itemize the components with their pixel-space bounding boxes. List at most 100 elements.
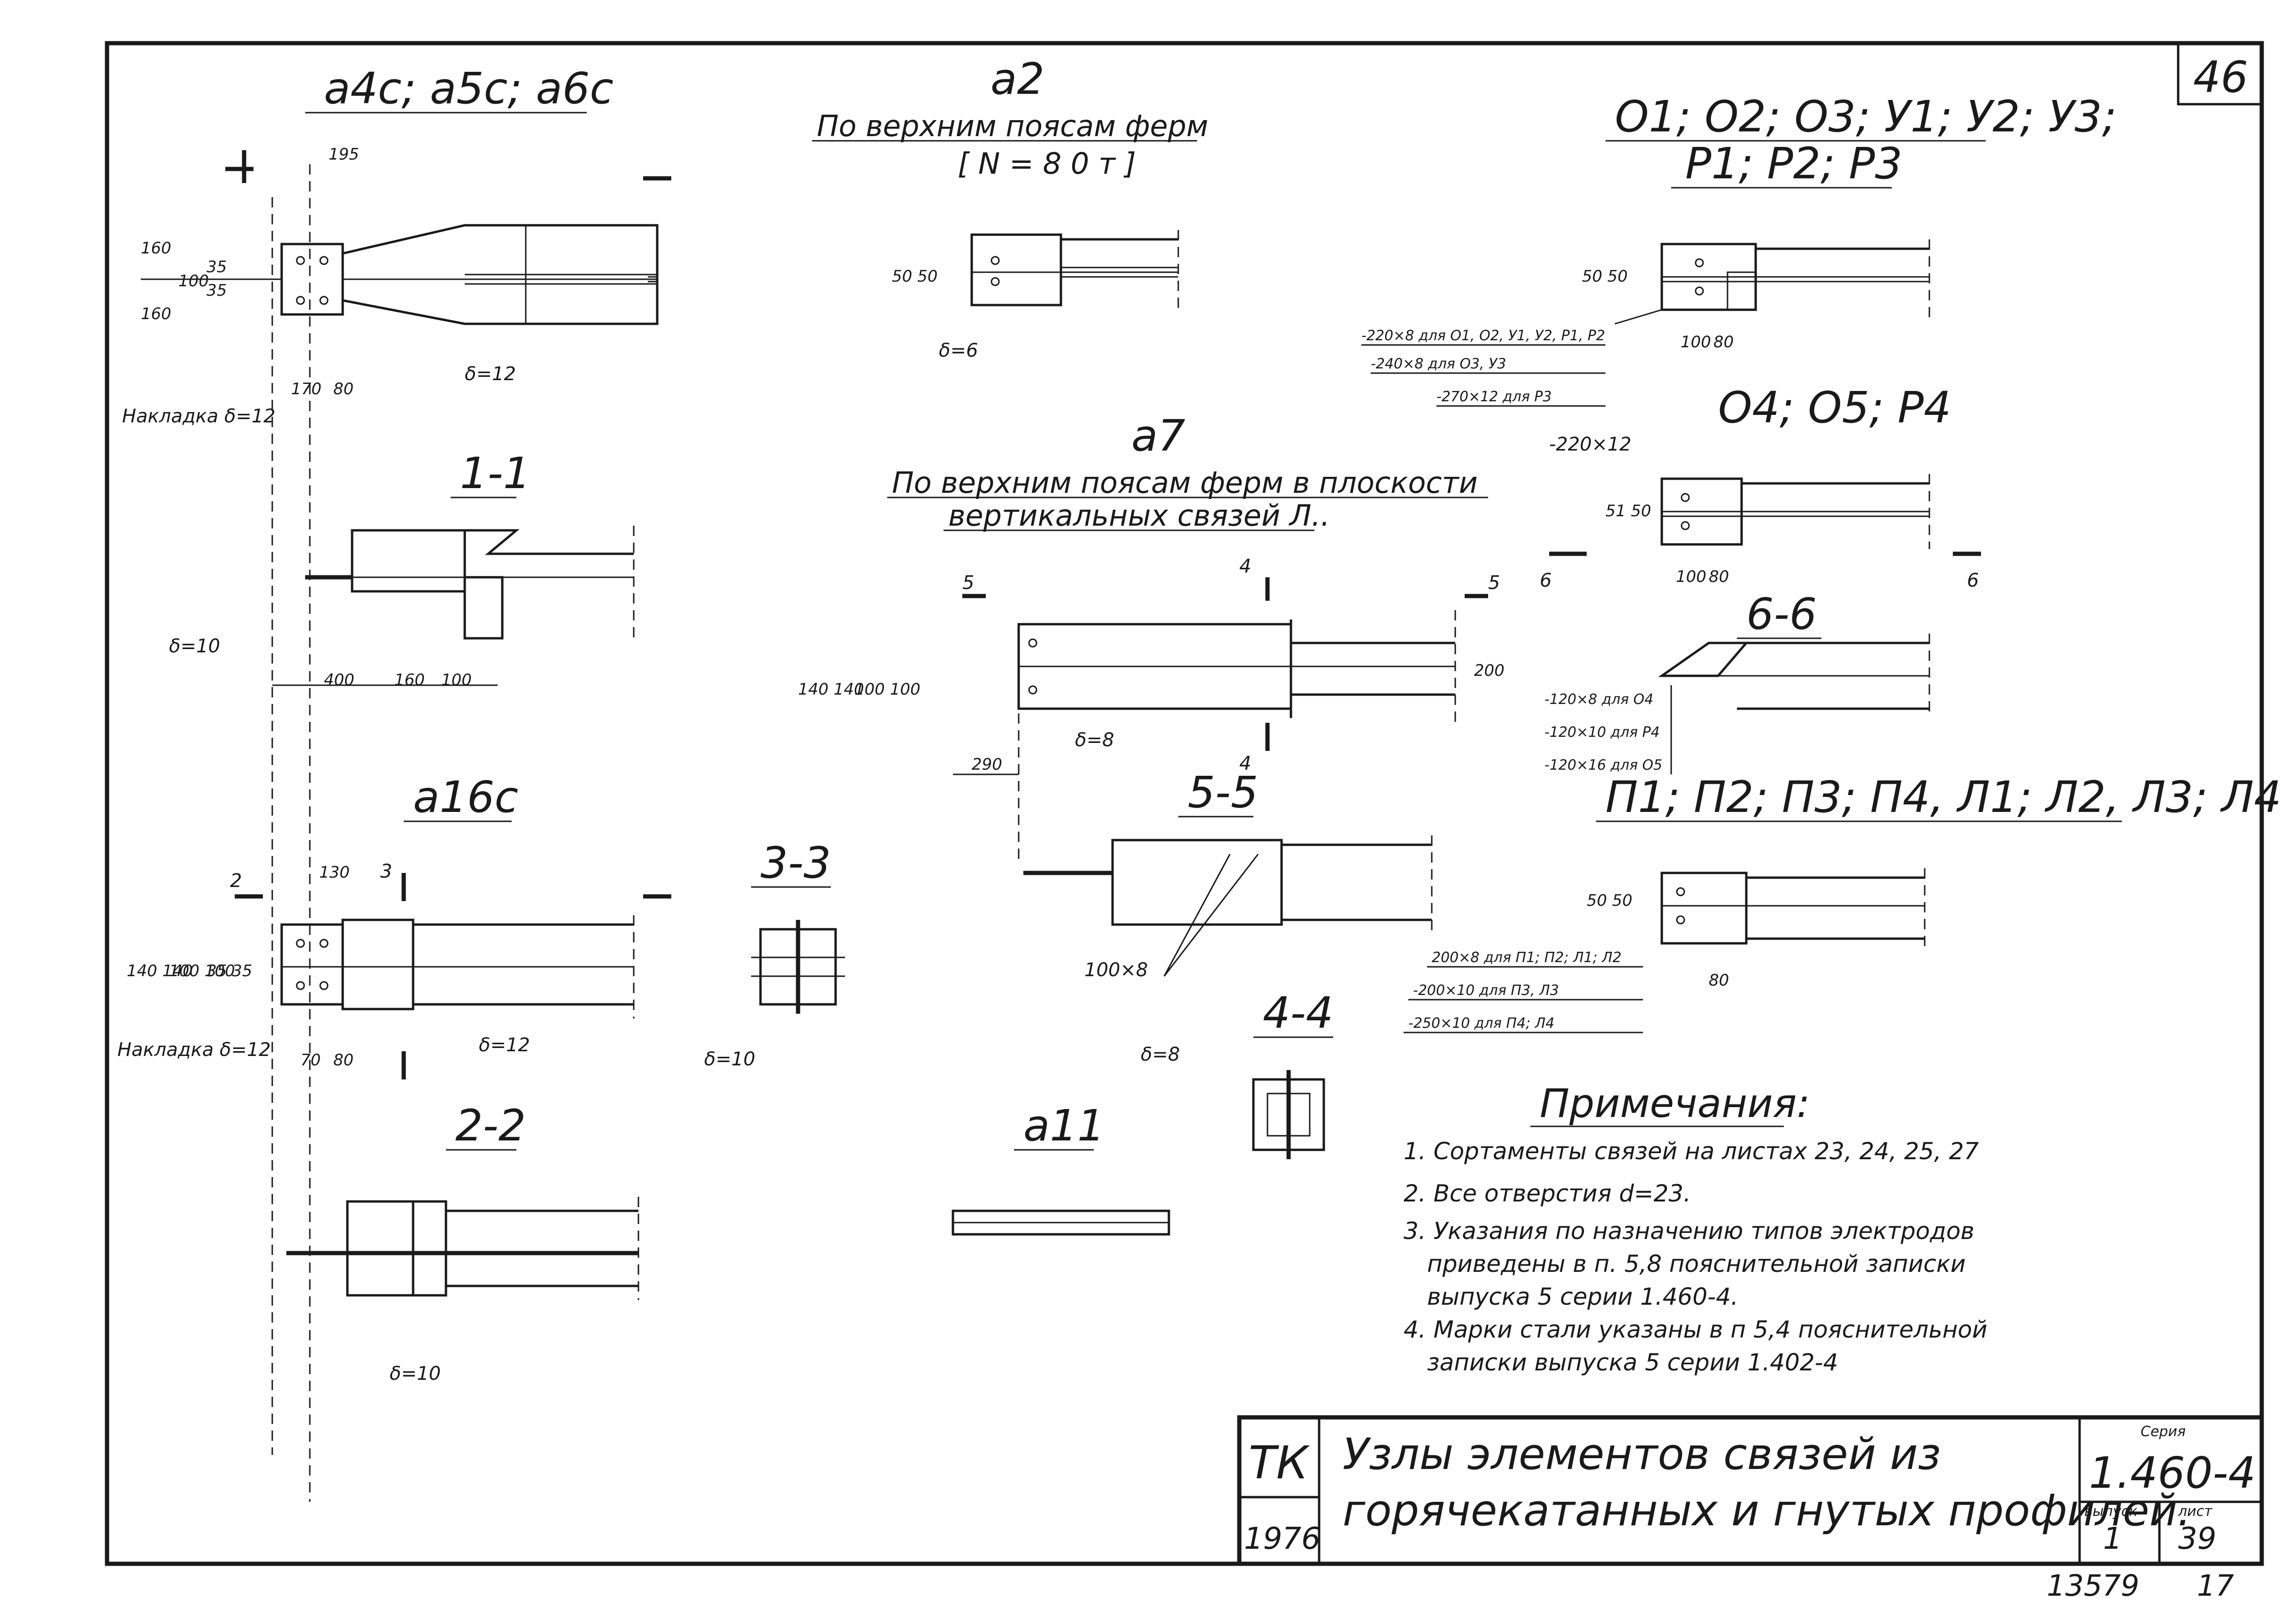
note-2: 2. Все отверстия d=23. [1404, 1180, 1691, 1207]
a16-overlay: Накладка δ=12 [117, 1039, 271, 1061]
label-delta12-a4c: δ=12 [465, 363, 516, 385]
view-a16c-title: а16с [413, 772, 518, 822]
rt-dim-80: 80 [1713, 333, 1734, 352]
section-3-3-title: 3-3 [760, 838, 831, 888]
section-5-5-title: 5-5 [1188, 767, 1258, 818]
dim-160c: 160 [394, 671, 425, 689]
view-a2-title: а2 [991, 54, 1044, 104]
detail-a11-drawing [952, 1209, 1170, 1236]
drawing-number-bottom: 13579 [2047, 1568, 2139, 1603]
section-3-3-drawing [751, 920, 845, 1014]
s66-plate-2: -120×10 для Р4 [1544, 724, 1660, 741]
view-p-title: П1; П2; П3; П4, Л1; Л2, Л3; Л4 [1605, 772, 2281, 822]
a7-sec4-bottom: 4 [1239, 753, 1251, 774]
a16-sec2: 2 [230, 870, 242, 892]
view-o-title-2: Р1; Р2; Р3 [1685, 138, 1903, 189]
rt-plate-3: -270×12 для Р3 [1436, 389, 1552, 405]
a16-dim-80: 80 [333, 1051, 353, 1070]
o4-dim-80: 80 [1709, 567, 1729, 586]
note-3c: выпуска 5 серии 1.460-4. [1427, 1283, 1738, 1310]
s55-plate: 100×8 [1084, 959, 1148, 981]
o4-dim-100: 100 [1676, 567, 1706, 586]
label-delta10-11: δ=10 [169, 635, 220, 657]
dim-160b: 160 [141, 305, 171, 323]
title-year: 1976 [1244, 1522, 1321, 1556]
a16-dim-140: 140 140 [127, 962, 193, 980]
s22-delta10: δ=10 [390, 1363, 441, 1385]
view-a7-title: а7 [1131, 411, 1185, 461]
s66-plate-1: -120×8 для О4 [1544, 691, 1653, 708]
o4-sec-left: 6 [1540, 570, 1551, 591]
rt-dim-50: 50 50 [1582, 267, 1628, 286]
o4-sec-right: 6 [1967, 570, 1979, 591]
detail-a4c-drawing [141, 150, 671, 1502]
section-5-5-drawing [1023, 835, 1433, 977]
p-plate-2: -200×10 для П3, Л3 [1413, 982, 1559, 999]
note-3a: 3. Указания по назначению типов электрод… [1404, 1217, 1974, 1245]
dim-35b: 35 [207, 281, 227, 300]
a7-dim-140: 140 140 [798, 680, 864, 699]
a16-dim-130: 130 [319, 863, 350, 882]
view-o-title-1: О1; О2; О3; У1; У2; У3; [1615, 92, 2117, 142]
title-block [1237, 1415, 2264, 1566]
a7-sec5-left: 5 [962, 572, 974, 594]
page-number-box [2177, 42, 2263, 106]
a7-dim-200: 200 [1474, 661, 1505, 680]
issue-label: выпуск [2084, 1503, 2137, 1520]
a2-delta6: δ=6 [939, 340, 978, 361]
a7-sec4-top: 4 [1239, 556, 1251, 577]
section-2-2-drawing [286, 1197, 639, 1300]
section-2-2-title: 2-2 [455, 1101, 526, 1151]
dim-400: 400 [324, 671, 354, 689]
dim-195: 195 [329, 145, 359, 164]
issue-value: 1 [2103, 1522, 2122, 1556]
a7-delta8: δ=8 [1075, 729, 1114, 751]
a16-dim-100: 100 100 [169, 962, 235, 980]
s33-delta10: δ=10 [704, 1048, 755, 1070]
series-label: Серия [2141, 1423, 2186, 1440]
title-org: ТК [1249, 1437, 1310, 1489]
drawing-number-bottom-right: 17 [2197, 1568, 2234, 1603]
p-dim-50: 50 50 [1587, 891, 1632, 910]
dim-100c: 100 [441, 671, 472, 689]
title-line-1: Узлы элементов связей из [1343, 1429, 1941, 1479]
series-value: 1.460-4 [2089, 1448, 2256, 1498]
dim-160a: 160 [141, 239, 171, 258]
section-6-6-drawing [1658, 634, 1930, 718]
section-1-1-title: 1-1 [460, 448, 530, 498]
section-1-1-drawing [272, 526, 635, 686]
dim-170: 170 [291, 380, 322, 398]
note-1: 1. Сортаменты связей на листах 23, 24, 2… [1404, 1138, 1979, 1165]
a7-dim-100: 100 100 [854, 680, 921, 699]
view-a7-subtitle-1: По верхним поясам ферм в плоскости [892, 466, 1478, 500]
detail-p-drawing [1660, 868, 1926, 948]
a16-dim-70: 70 [300, 1051, 321, 1070]
section-4-4-drawing [1252, 1070, 1325, 1159]
dim-100: 100 [178, 272, 209, 291]
detail-a7-drawing [953, 577, 1488, 864]
note-3b: приведены в п. 5,8 пояснительной записки [1427, 1250, 1966, 1277]
detail-a2-drawing [970, 230, 1179, 310]
rt-plate-1: -220×8 для О1, О2, У1, У2, Р1, Р2 [1361, 328, 1605, 344]
a16-delta12: δ=12 [479, 1034, 530, 1056]
a16-sec3: 3 [380, 861, 392, 882]
o4-plate: -220×12 [1549, 434, 1631, 455]
p-plate-1: 200×8 для П1; П2; Л1; Л2 [1432, 949, 1621, 966]
rt-dim-100: 100 [1681, 333, 1711, 352]
view-a11-title: а11 [1023, 1101, 1105, 1151]
note-4a: 4. Марки стали указаны в п 5,4 пояснител… [1404, 1316, 1988, 1343]
a7-sec5-right: 5 [1488, 572, 1500, 594]
section-6-6-title: 6-6 [1746, 589, 1817, 639]
view-a4c-title: а4с; а5с; а6с [324, 63, 614, 114]
note-4b: записки выпуска 5 серии 1.402-4 [1427, 1349, 1838, 1376]
page-number: 46 [2193, 52, 2248, 102]
a16-dim-35: 35 35 [207, 962, 252, 980]
section-4-4-title: 4-4 [1263, 988, 1333, 1038]
view-a2-subtitle: По верхним поясам ферм [817, 109, 1208, 143]
p-plate-3: -250×10 для П4; Л4 [1408, 1015, 1554, 1032]
rt-plate-2: -240×8 для О3, У3 [1371, 356, 1506, 372]
label-overlay-a4c: Накладка δ=12 [122, 405, 276, 427]
sheet-label: лист [2178, 1503, 2213, 1520]
